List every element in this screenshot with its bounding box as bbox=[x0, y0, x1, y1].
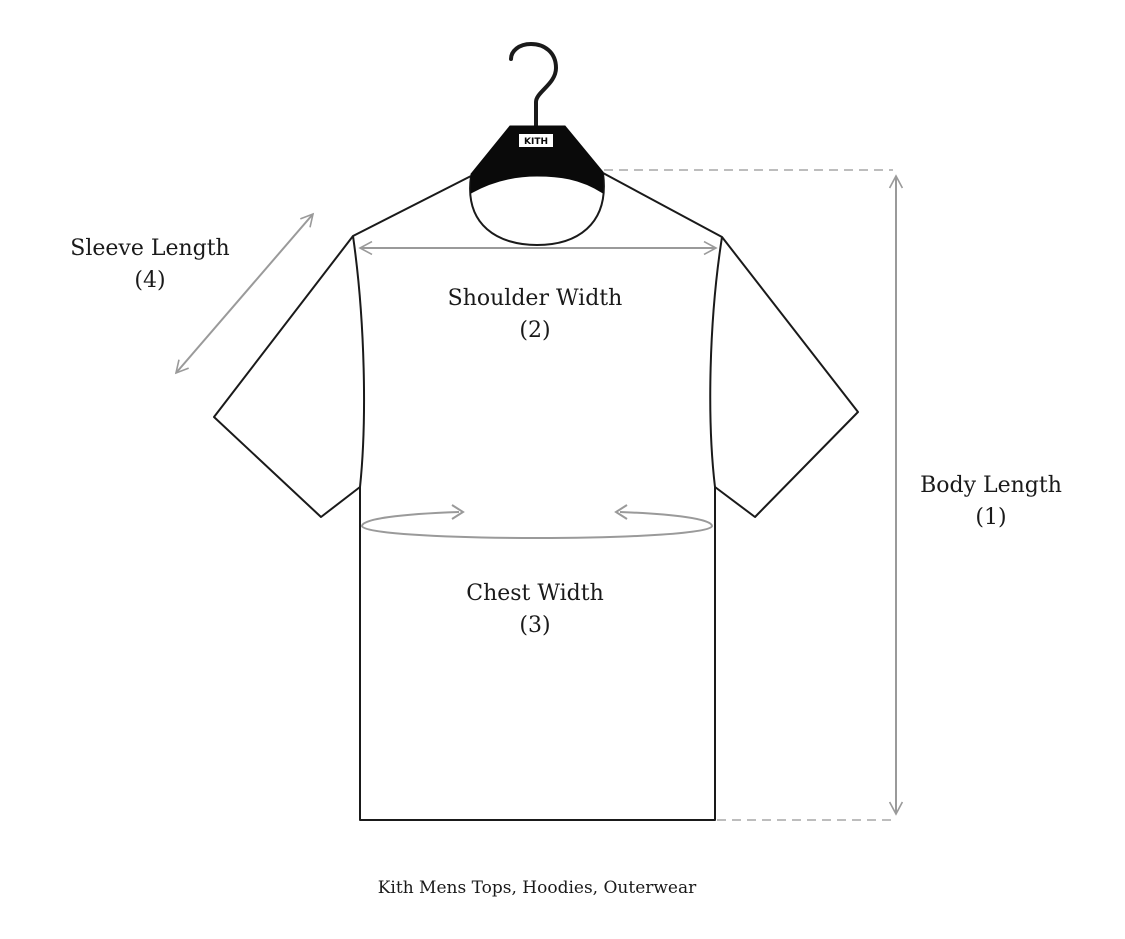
hanger-logo-tag bbox=[519, 134, 553, 147]
size-guide-caption: Kith Mens Tops, Hoodies, Outerwear bbox=[377, 878, 697, 898]
body-length-label: Body Length (1) bbox=[905, 470, 1077, 534]
chest-arrowhead-right bbox=[614, 504, 628, 520]
hanger-icon bbox=[470, 125, 604, 194]
sleeve-length-arrow bbox=[174, 212, 315, 375]
chest-width-ellipse bbox=[360, 511, 714, 540]
sleeve-length-name: Sleeve Length bbox=[70, 236, 230, 261]
hanger-logo-text: KITH bbox=[524, 137, 548, 147]
chest-arrowhead-left bbox=[451, 504, 465, 520]
tshirt-outline bbox=[213, 172, 859, 821]
left-armhole-seam bbox=[352, 235, 366, 488]
body-length-name: Body Length bbox=[920, 473, 1062, 498]
chest-width-number: (3) bbox=[519, 612, 551, 638]
chest-width-name: Chest Width bbox=[466, 581, 604, 606]
shoulder-width-number: (2) bbox=[519, 317, 551, 343]
shoulder-width-label: Shoulder Width (2) bbox=[425, 283, 645, 347]
right-armhole-seam bbox=[709, 236, 723, 488]
chest-width-label: Chest Width (3) bbox=[445, 578, 625, 642]
sleeve-length-number: (4) bbox=[134, 267, 166, 293]
hanger-hook-icon bbox=[509, 41, 559, 128]
shoulder-width-name: Shoulder Width bbox=[447, 286, 623, 311]
body-length-number: (1) bbox=[975, 504, 1007, 530]
sleeve-length-label: Sleeve Length (4) bbox=[60, 233, 240, 297]
